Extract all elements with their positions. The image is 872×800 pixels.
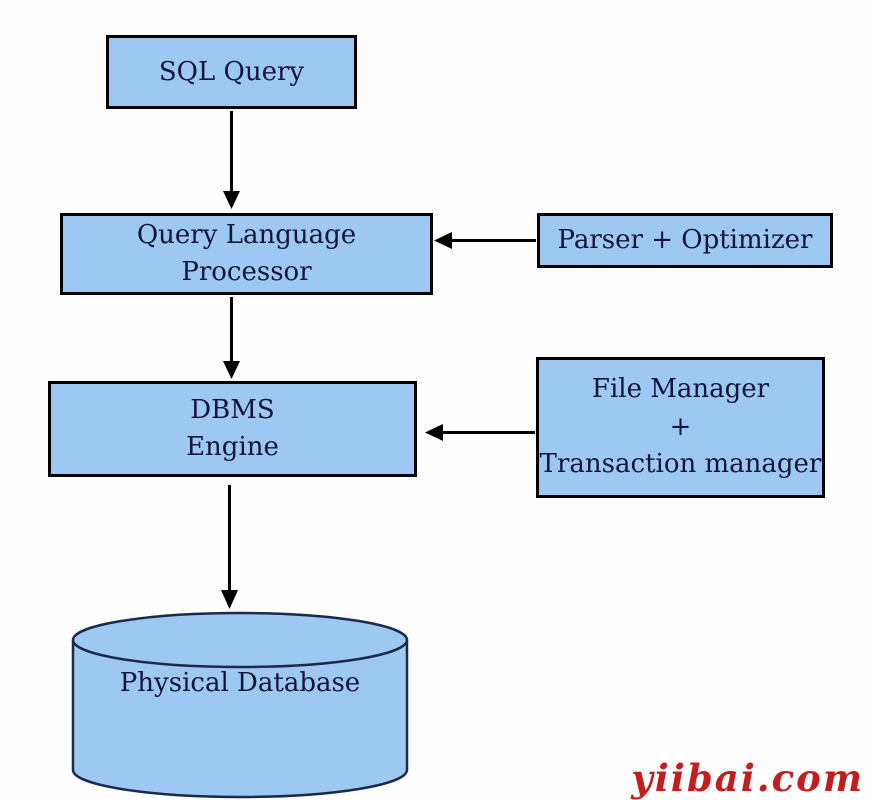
database-cylinder-icon <box>71 611 409 799</box>
node-sql-query: SQL Query <box>106 35 357 109</box>
node-parser-optimizer: Parser + Optimizer <box>537 213 833 268</box>
node-fm-label-line3: Transaction manager <box>539 449 822 480</box>
node-fm-label-line2: + <box>669 411 692 442</box>
node-qlp-label-line1: Query Language <box>136 220 357 251</box>
arrow-qlp-to-dbms-engine-icon <box>223 297 240 379</box>
node-fm-label-line1: File Manager <box>591 373 770 404</box>
node-query-language-processor: Query Language Processor <box>60 213 433 295</box>
node-parser-optimizer-label: Parser + Optimizer <box>557 225 813 256</box>
node-dbms-engine-label-line1: DBMS <box>190 395 275 426</box>
node-dbms-engine: DBMS Engine <box>48 381 417 477</box>
node-physical-database <box>70 610 410 800</box>
arrow-file-manager-to-dbms-engine-icon <box>425 424 535 441</box>
arrow-sql-query-to-qlp-icon <box>223 111 240 209</box>
arrow-parser-optimizer-to-qlp-icon <box>434 232 536 249</box>
node-sql-query-label: SQL Query <box>158 56 305 87</box>
node-qlp-label-line2: Processor <box>181 257 312 287</box>
arrow-dbms-engine-to-physical-database-icon <box>221 485 238 609</box>
node-dbms-engine-label-line2: Engine <box>186 432 279 462</box>
watermark-logo: yiibai.com <box>631 756 864 800</box>
node-physical-database-label: Physical Database <box>119 668 361 698</box>
node-file-transaction-manager: File Manager + Transaction manager <box>536 357 825 498</box>
